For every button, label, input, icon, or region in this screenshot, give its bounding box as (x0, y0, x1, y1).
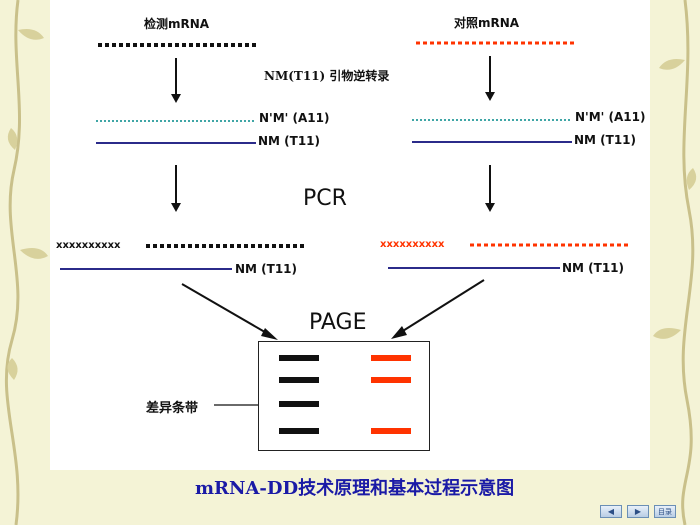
gel-band-test-3 (279, 401, 319, 407)
next-arrow-icon: ▶ (634, 507, 642, 516)
right-xs-sequence: xxxxxxxxxx (380, 239, 445, 250)
caption: mRNA-DD技术原理和基本过程示意图 (195, 478, 515, 499)
gel-band-control-4 (371, 428, 411, 434)
test-mrna-label: 检测mRNA (144, 17, 210, 31)
vine-decoration-left (4, 0, 48, 525)
gel-band-test-1 (279, 355, 319, 361)
gel-band-test-2 (279, 377, 319, 383)
gel-band-test-4 (279, 428, 319, 434)
prev-slide-button[interactable]: ◀ (600, 505, 622, 518)
diff-band-label: 差异条带 (146, 401, 199, 416)
next-slide-button[interactable]: ▶ (627, 505, 649, 518)
menu-button-label: 目录 (658, 508, 672, 516)
gel-band-control-2 (371, 377, 411, 383)
vine-decoration-right (653, 0, 697, 525)
arrow-control-rt (485, 56, 495, 101)
arrow-test-pcr (171, 165, 181, 212)
left-nm-t11-label: NM (T11) (258, 134, 321, 148)
arrow-test-rt (171, 58, 181, 103)
page-label: PAGE (309, 310, 367, 335)
control-mrna-label: 对照mRNA (454, 16, 520, 30)
gel-box (258, 341, 430, 451)
right-nm-a11-label: N'M' (A11) (575, 110, 646, 124)
left-xs-sequence: xxxxxxxxxx (56, 240, 121, 251)
left-pcr-nm-t11-label: NM (T11) (235, 262, 298, 276)
arrow-control-pcr (485, 165, 495, 212)
pcr-label: PCR (303, 186, 347, 211)
primer-rt-label: NM(T11) 引物逆转录 (264, 69, 390, 83)
arrow-right-to-gel (391, 279, 485, 339)
arrow-left-to-gel (181, 283, 278, 340)
right-pcr-nm-t11-label: NM (T11) (562, 261, 625, 275)
right-nm-t11-label: NM (T11) (574, 133, 637, 147)
prev-arrow-icon: ◀ (607, 507, 615, 516)
menu-button[interactable]: 目录 (654, 505, 676, 518)
gel-band-control-1 (371, 355, 411, 361)
left-nm-a11-label: N'M' (A11) (259, 111, 330, 125)
